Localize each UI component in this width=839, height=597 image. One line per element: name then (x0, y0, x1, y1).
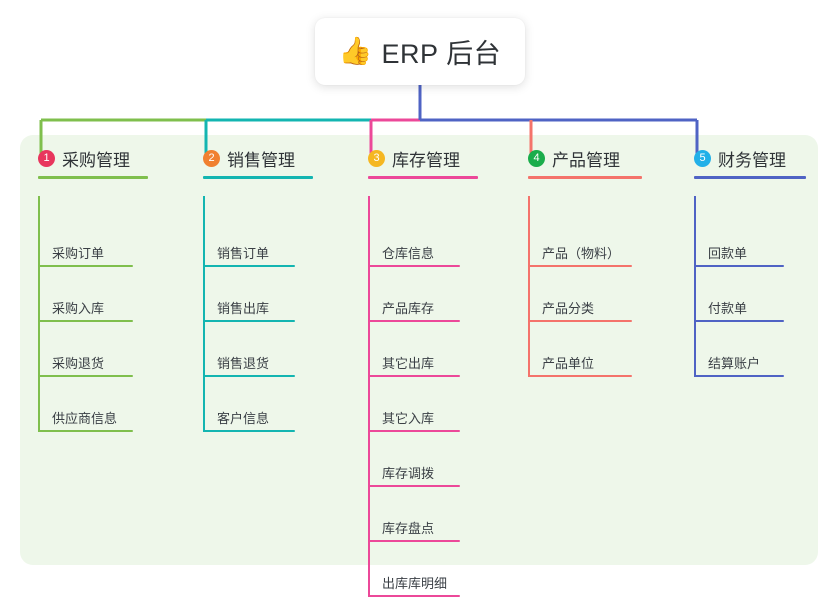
leaf-item-label: 采购订单 (52, 246, 105, 261)
leaf-item-label: 采购入库 (52, 301, 105, 316)
leaf-item[interactable]: 仓库信息 (368, 223, 460, 267)
leaf-item-label: 客户信息 (217, 411, 270, 426)
leaf-item[interactable]: 产品分类 (528, 278, 632, 322)
leaf-item-underline (203, 320, 295, 322)
branch-badge-2: 2 (203, 149, 220, 167)
leaf-item-label: 结算账户 (708, 356, 761, 371)
leaf-item[interactable]: 其它出库 (368, 333, 460, 377)
leaf-item-label: 产品（物料） (542, 246, 621, 261)
branch-column-1: 1 采购管理采购订单采购入库采购退货供应商信息 (38, 146, 148, 432)
branch-title-4: 产品管理 (552, 150, 620, 170)
leaf-item[interactable]: 产品库存 (368, 278, 460, 322)
branch-trunk-4 (528, 196, 530, 377)
branch-underline-1 (38, 176, 148, 179)
leaf-item-underline (203, 265, 295, 267)
leaf-item[interactable]: 库存盘点 (368, 498, 460, 542)
branch-column-5: 5 财务管理回款单付款单结算账户 (694, 146, 806, 377)
thumbs-up-icon: 👍 (338, 36, 373, 66)
branch-title-5: 财务管理 (718, 150, 786, 170)
leaf-item-underline (203, 375, 295, 377)
leaf-item-underline (694, 375, 784, 377)
leaf-item-label: 产品分类 (542, 301, 595, 316)
leaf-item-label: 付款单 (708, 301, 748, 316)
leaf-item[interactable]: 采购订单 (38, 223, 133, 267)
leaf-item[interactable]: 销售出库 (203, 278, 295, 322)
leaf-item[interactable]: 采购退货 (38, 333, 133, 377)
branch-header-5[interactable]: 5 财务管理 (694, 146, 806, 170)
leaf-item[interactable]: 产品（物料） (528, 223, 632, 267)
leaf-item-label: 出库库明细 (382, 576, 448, 591)
leaf-item-underline (694, 320, 784, 322)
leaf-item[interactable]: 销售订单 (203, 223, 295, 267)
leaf-item-label: 产品单位 (542, 356, 595, 371)
leaf-item-underline (368, 540, 460, 542)
branch-badge-1: 1 (38, 149, 55, 167)
branch-title-2: 销售管理 (227, 150, 295, 170)
leaf-item[interactable]: 产品单位 (528, 333, 632, 377)
leaf-item-underline (368, 265, 460, 267)
leaf-item-label: 销售订单 (217, 246, 270, 261)
branch-underline-2 (203, 176, 313, 179)
leaf-item-underline (528, 265, 632, 267)
branch-header-4[interactable]: 4 产品管理 (528, 146, 642, 170)
branch-trunk-3 (368, 196, 370, 597)
branch-header-3[interactable]: 3 库存管理 (368, 146, 478, 170)
leaf-item-underline (38, 265, 133, 267)
branch-header-1[interactable]: 1 采购管理 (38, 146, 148, 170)
root-node[interactable]: 👍 ERP 后台 (315, 18, 525, 85)
leaf-item-label: 销售出库 (217, 301, 270, 316)
branch-header-2[interactable]: 2 销售管理 (203, 146, 313, 170)
leaf-item[interactable]: 出库库明细 (368, 553, 460, 597)
leaf-item-label: 销售退货 (217, 356, 270, 371)
leaf-item[interactable]: 其它入库 (368, 388, 460, 432)
branch-title-1: 采购管理 (62, 150, 130, 170)
branch-badge-4: 4 (528, 149, 545, 167)
leaf-item-underline (694, 265, 784, 267)
leaf-item-underline (528, 320, 632, 322)
branch-underline-3 (368, 176, 478, 179)
branch-trunk-5 (694, 196, 696, 377)
leaf-item[interactable]: 供应商信息 (38, 388, 133, 432)
leaf-item-label: 回款单 (708, 246, 748, 261)
leaf-item-underline (528, 375, 632, 377)
leaf-item-underline (38, 375, 133, 377)
leaf-item-underline (203, 430, 295, 432)
leaf-item[interactable]: 销售退货 (203, 333, 295, 377)
leaf-item-underline (368, 430, 460, 432)
leaf-item-underline (368, 485, 460, 487)
leaf-item-label: 采购退货 (52, 356, 105, 371)
branch-underline-5 (694, 176, 806, 179)
leaf-item[interactable]: 采购入库 (38, 278, 133, 322)
leaf-item[interactable]: 付款单 (694, 278, 784, 322)
leaf-item-label: 其它入库 (382, 411, 435, 426)
leaf-item[interactable]: 客户信息 (203, 388, 295, 432)
leaf-item[interactable]: 库存调拨 (368, 443, 460, 487)
branch-underline-4 (528, 176, 642, 179)
leaf-item[interactable]: 回款单 (694, 223, 784, 267)
leaf-item-label: 库存调拨 (382, 466, 435, 481)
leaf-item-underline (368, 320, 460, 322)
leaf-item-label: 其它出库 (382, 356, 435, 371)
leaf-item-label: 产品库存 (382, 301, 435, 316)
branch-column-2: 2 销售管理销售订单销售出库销售退货客户信息 (203, 146, 313, 432)
branch-column-3: 3 库存管理仓库信息产品库存其它出库其它入库库存调拨库存盘点出库库明细 (368, 146, 478, 597)
leaf-item-underline (368, 375, 460, 377)
branch-title-3: 库存管理 (392, 150, 460, 170)
branch-badge-5: 5 (694, 149, 711, 167)
leaf-item-label: 供应商信息 (52, 411, 118, 426)
leaf-item-underline (38, 430, 133, 432)
leaf-item-label: 仓库信息 (382, 246, 435, 261)
branch-badge-3: 3 (368, 149, 385, 167)
branch-column-4: 4 产品管理产品（物料） 产品分类产品单位 (528, 146, 642, 377)
leaf-item[interactable]: 结算账户 (694, 333, 784, 377)
leaf-item-label: 库存盘点 (382, 521, 435, 536)
branch-trunk-1 (38, 196, 40, 432)
branch-trunk-2 (203, 196, 205, 432)
root-node-label: ERP 后台 (381, 39, 502, 69)
branches-panel (20, 135, 818, 565)
leaf-item-underline (38, 320, 133, 322)
